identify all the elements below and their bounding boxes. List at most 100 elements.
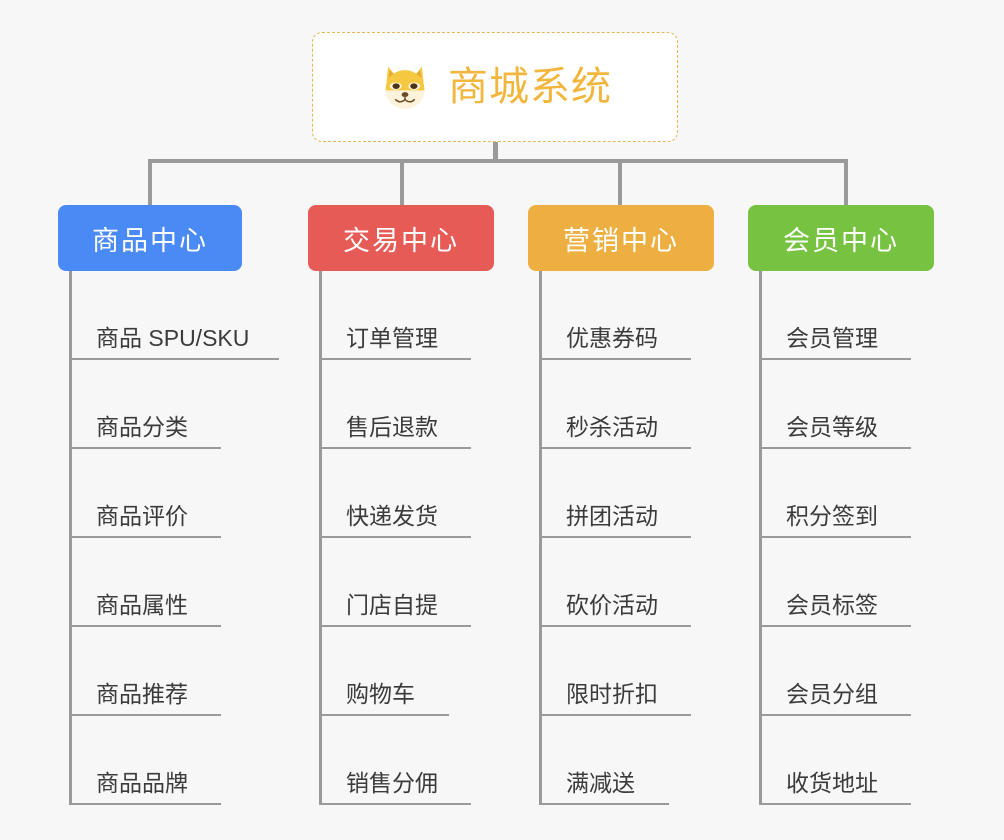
branch-column-marketing-center: 营销中心 优惠券码 秒杀活动 拼团活动 砍价活动 限时折扣 <box>528 205 714 805</box>
leaf-item[interactable]: 积分签到 <box>748 449 934 538</box>
leaf-label: 商品属性 <box>96 591 188 618</box>
leaf-label: 满减送 <box>566 769 635 796</box>
leaf-item[interactable]: 门店自提 <box>308 538 494 627</box>
leaf-item[interactable]: 拼团活动 <box>528 449 714 538</box>
branch-trunk <box>69 271 72 805</box>
branch-column-trade-center: 交易中心 订单管理 售后退款 快递发货 门店自提 购物车 <box>308 205 494 805</box>
leaf-label: 会员分组 <box>786 680 878 707</box>
leaf-underline <box>69 803 221 805</box>
leaf-label: 秒杀活动 <box>566 413 658 440</box>
leaf-item[interactable]: 收货地址 <box>748 716 934 805</box>
leaf-label: 会员管理 <box>786 324 878 351</box>
leaf-item[interactable]: 订单管理 <box>308 271 494 360</box>
category-header-member-center[interactable]: 会员中心 <box>748 205 934 271</box>
leaf-underline <box>539 803 669 805</box>
leaf-item[interactable]: 满减送 <box>528 716 714 805</box>
leaf-label: 商品品牌 <box>96 769 188 796</box>
leaf-list-product-center: 商品 SPU/SKU 商品分类 商品评价 商品属性 商品推荐 商品品牌 <box>58 271 279 805</box>
category-label: 营销中心 <box>563 225 679 256</box>
leaf-underline <box>69 714 221 716</box>
connector-drop-marketing-center <box>618 159 622 207</box>
leaf-label: 收货地址 <box>786 769 878 796</box>
leaf-underline <box>539 447 691 449</box>
leaf-item[interactable]: 商品品牌 <box>58 716 242 805</box>
leaf-underline <box>69 358 279 360</box>
connector-drop-trade-center <box>400 159 404 207</box>
connector-horizontal-bus <box>148 159 848 163</box>
leaf-underline <box>539 358 691 360</box>
leaf-list-marketing-center: 优惠券码 秒杀活动 拼团活动 砍价活动 限时折扣 满减送 <box>528 271 714 805</box>
leaf-underline <box>69 625 221 627</box>
leaf-underline <box>69 536 221 538</box>
leaf-underline <box>759 447 911 449</box>
leaf-item[interactable]: 会员标签 <box>748 538 934 627</box>
leaf-item[interactable]: 快递发货 <box>308 449 494 538</box>
leaf-label: 限时折扣 <box>566 680 658 707</box>
leaf-label: 快递发货 <box>346 502 438 529</box>
leaf-item[interactable]: 会员分组 <box>748 627 934 716</box>
leaf-label: 会员等级 <box>786 413 878 440</box>
branch-trunk <box>759 271 762 805</box>
leaf-label: 积分签到 <box>786 502 878 529</box>
leaf-underline <box>319 536 471 538</box>
category-label: 会员中心 <box>783 225 899 256</box>
branch-trunk <box>539 271 542 805</box>
leaf-underline <box>319 625 471 627</box>
branch-trunk <box>319 271 322 805</box>
leaf-item[interactable]: 砍价活动 <box>528 538 714 627</box>
category-label: 交易中心 <box>343 225 459 256</box>
leaf-label: 拼团活动 <box>566 502 658 529</box>
leaf-item[interactable]: 会员等级 <box>748 360 934 449</box>
leaf-underline <box>69 447 221 449</box>
root-node[interactable]: 商城系统 <box>312 32 678 142</box>
leaf-item[interactable]: 秒杀活动 <box>528 360 714 449</box>
leaf-underline <box>319 714 449 716</box>
leaf-underline <box>539 536 691 538</box>
leaf-label: 会员标签 <box>786 591 878 618</box>
leaf-item[interactable]: 商品 SPU/SKU <box>58 271 279 360</box>
leaf-item[interactable]: 商品属性 <box>58 538 242 627</box>
connector-drop-member-center <box>844 159 848 207</box>
branch-column-member-center: 会员中心 会员管理 会员等级 积分签到 会员标签 会员分组 <box>748 205 934 805</box>
branch-column-product-center: 商品中心 商品 SPU/SKU 商品分类 商品评价 商品属性 商品推荐 <box>58 205 279 805</box>
leaf-label: 砍价活动 <box>566 591 658 618</box>
leaf-label: 商品 SPU/SKU <box>96 324 250 351</box>
leaf-label: 门店自提 <box>346 591 438 618</box>
leaf-item[interactable]: 会员管理 <box>748 271 934 360</box>
leaf-item[interactable]: 限时折扣 <box>528 627 714 716</box>
leaf-label: 购物车 <box>346 680 415 707</box>
leaf-list-member-center: 会员管理 会员等级 积分签到 会员标签 会员分组 收货地址 <box>748 271 934 805</box>
leaf-underline <box>759 803 911 805</box>
leaf-underline <box>759 358 911 360</box>
leaf-item[interactable]: 售后退款 <box>308 360 494 449</box>
leaf-underline <box>539 714 691 716</box>
leaf-label: 销售分佣 <box>346 769 438 796</box>
leaf-underline <box>319 358 471 360</box>
connector-drop-product-center <box>148 159 152 207</box>
leaf-item[interactable]: 商品推荐 <box>58 627 242 716</box>
leaf-underline <box>759 536 911 538</box>
category-label: 商品中心 <box>92 225 208 256</box>
leaf-item[interactable]: 商品评价 <box>58 449 242 538</box>
category-header-product-center[interactable]: 商品中心 <box>58 205 242 271</box>
leaf-item[interactable]: 购物车 <box>308 627 494 716</box>
category-header-trade-center[interactable]: 交易中心 <box>308 205 494 271</box>
leaf-label: 商品评价 <box>96 502 188 529</box>
leaf-underline <box>759 714 911 716</box>
leaf-item[interactable]: 优惠券码 <box>528 271 714 360</box>
leaf-item[interactable]: 商品分类 <box>58 360 242 449</box>
leaf-label: 优惠券码 <box>566 324 658 351</box>
leaf-list-trade-center: 订单管理 售后退款 快递发货 门店自提 购物车 销售分佣 <box>308 271 494 805</box>
leaf-label: 订单管理 <box>346 324 438 351</box>
leaf-underline <box>759 625 911 627</box>
leaf-item[interactable]: 销售分佣 <box>308 716 494 805</box>
leaf-underline <box>539 625 691 627</box>
shiba-dog-face-icon <box>378 60 432 114</box>
leaf-label: 商品推荐 <box>96 680 188 707</box>
leaf-label: 商品分类 <box>96 413 188 440</box>
leaf-label: 售后退款 <box>346 413 438 440</box>
connector-root-stem <box>493 142 498 162</box>
leaf-underline <box>319 803 471 805</box>
category-header-marketing-center[interactable]: 营销中心 <box>528 205 714 271</box>
